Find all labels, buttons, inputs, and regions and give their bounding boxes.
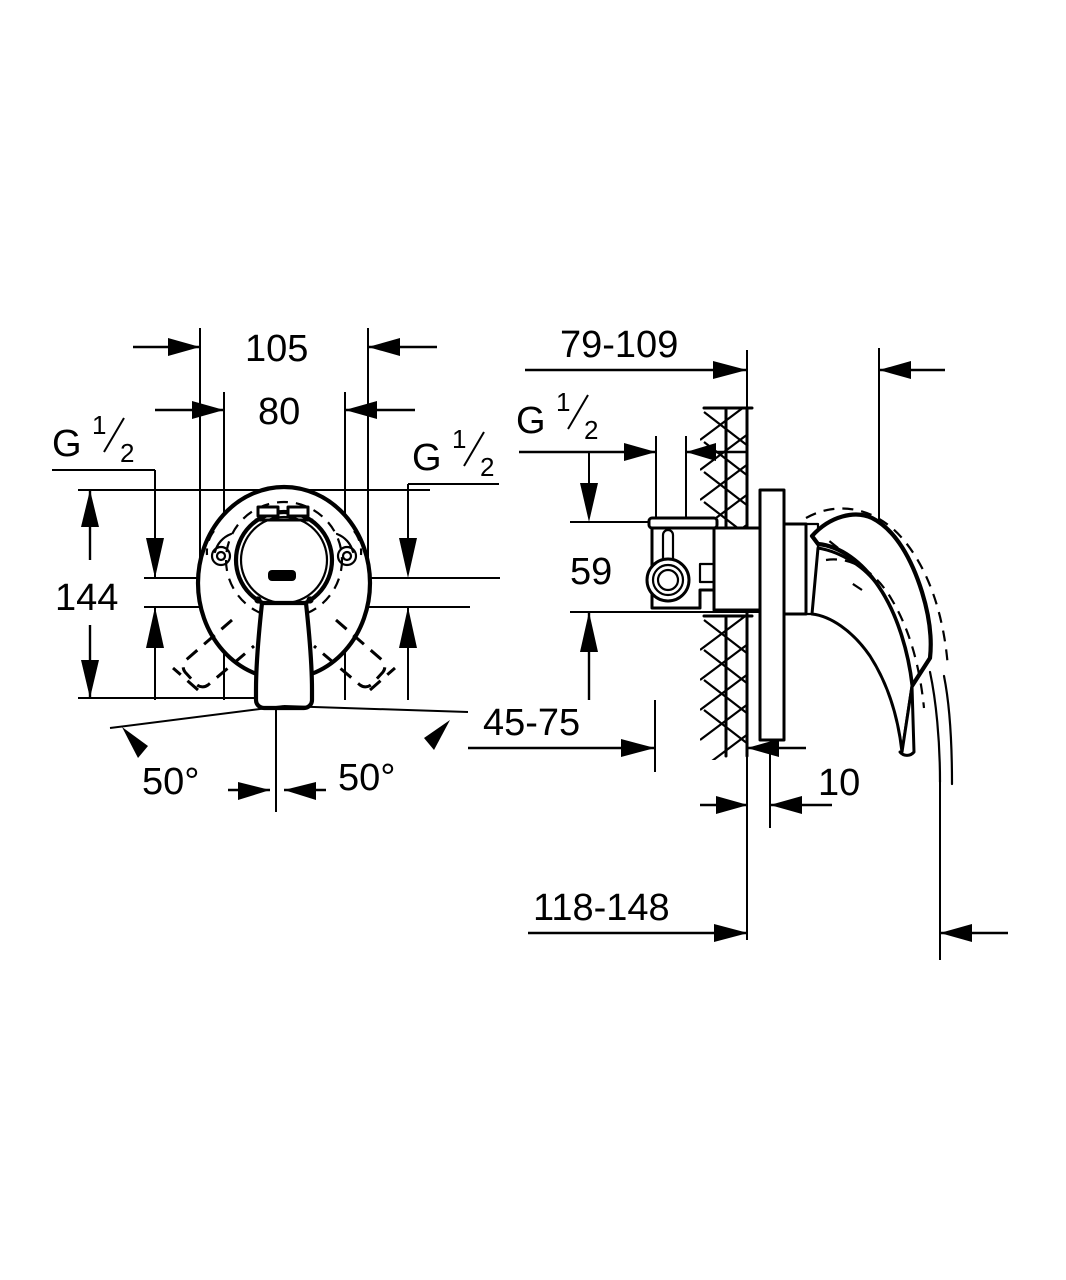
dimension-angle-right: 50° — [283, 705, 469, 799]
dim-angle-right-label: 50° — [338, 757, 395, 799]
thread-label-side: G 1 2 — [516, 387, 747, 523]
g-numerator-left-front: 1 — [92, 410, 106, 440]
dim-45-75-label: 45-75 — [483, 702, 580, 744]
front-inner-arrows-right — [399, 607, 417, 700]
dimension-79-109: 79-109 — [525, 324, 747, 379]
dimension-10: 10 — [700, 739, 860, 828]
thread-label-left-front: G 1 2 — [52, 410, 164, 578]
lever-handle-front — [253, 600, 315, 711]
dimension-144: 144 — [55, 490, 118, 698]
thread-label-right-front: G 1 2 — [399, 424, 499, 578]
g-letter-left-front: G — [52, 423, 82, 465]
lever-swing-ghost-left — [172, 618, 255, 692]
dim-angle-left-label: 50° — [142, 761, 199, 803]
dim-118-148-label: 118-148 — [533, 887, 670, 929]
g-letter-side: G — [516, 400, 546, 442]
g-letter-right-front: G — [412, 437, 442, 479]
dim-10-label: 10 — [818, 762, 860, 804]
dimension-105: 105 — [133, 328, 437, 370]
dim-105-label: 105 — [245, 328, 308, 370]
index-dot-right — [306, 596, 314, 604]
lever-handle-side — [805, 507, 954, 786]
front-inner-arrows-left — [146, 540, 164, 700]
angle-apex-arrows — [228, 782, 326, 800]
dimension-118-148: 118-148 — [528, 887, 748, 942]
lever-swing-ghost-right — [313, 618, 396, 692]
wall-section-lower — [700, 610, 754, 760]
dimension-angle-left: 50° — [109, 705, 285, 803]
dim-59-label: 59 — [570, 551, 612, 593]
front-view-group: 105 80 G 1 2 G 1 2 — [52, 328, 500, 812]
dim-80-label: 80 — [258, 391, 300, 433]
top-clip-tabs — [254, 505, 314, 522]
g-denominator-right-front: 2 — [480, 452, 494, 482]
g-numerator-side: 1 — [556, 387, 570, 417]
valve-centre-slot — [268, 570, 296, 581]
g-denominator-left-front: 2 — [120, 438, 134, 468]
side-section-view-group: 79-109 G 1 2 — [468, 324, 1008, 960]
dim-79-109-label: 79-109 — [560, 324, 678, 366]
wall-hatch-upper — [700, 408, 749, 533]
mounting-ear-left — [205, 530, 233, 567]
index-dot-left — [254, 596, 262, 604]
lever-reach-extension — [878, 348, 1008, 960]
mounting-ear-right — [335, 530, 363, 567]
wall-hatch-lower — [700, 613, 749, 760]
dimension-80: 80 — [155, 391, 415, 433]
wall-section-upper — [700, 406, 754, 534]
dimension-59: 59 — [570, 521, 760, 700]
dim-144-label: 144 — [55, 577, 118, 619]
g-numerator-right-front: 1 — [452, 424, 466, 454]
cartridge-hidden-circle — [224, 500, 344, 620]
g-denominator-side: 2 — [584, 415, 598, 445]
dimension-45-75: 45-75 — [468, 700, 656, 772]
